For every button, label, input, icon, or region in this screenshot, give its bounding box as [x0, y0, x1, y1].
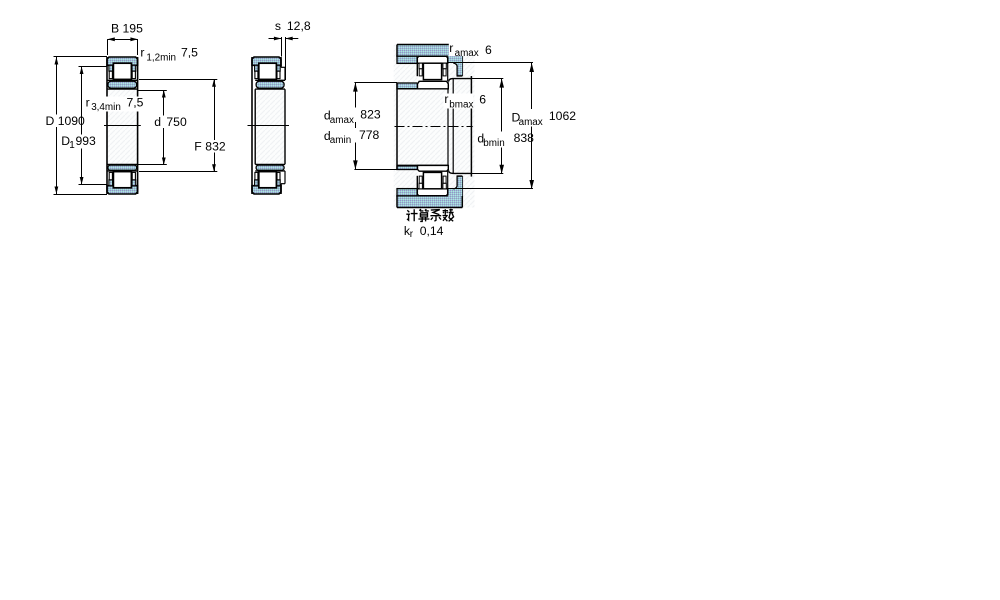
svg-text:1: 1: [69, 140, 75, 151]
svg-text:D: D: [512, 111, 521, 125]
svg-text:d: d: [324, 129, 331, 143]
svg-text:bmax: bmax: [449, 99, 473, 110]
svg-text:3,4min: 3,4min: [91, 102, 121, 113]
svg-text:F: F: [194, 139, 201, 153]
svg-text:823: 823: [360, 108, 381, 122]
svg-text:amax: amax: [455, 48, 479, 59]
svg-text:750: 750: [166, 115, 187, 129]
svg-text:D: D: [61, 134, 70, 148]
svg-text:bmin: bmin: [483, 138, 504, 149]
svg-text:12,8: 12,8: [287, 19, 311, 33]
svg-text:amax: amax: [330, 115, 354, 126]
svg-text:7,5: 7,5: [127, 96, 144, 110]
svg-text:778: 778: [359, 128, 380, 142]
svg-text:993: 993: [76, 134, 97, 148]
svg-text:r: r: [86, 95, 90, 109]
svg-text:d: d: [477, 132, 484, 146]
svg-text:6: 6: [485, 43, 492, 57]
svg-text:r: r: [140, 46, 144, 60]
svg-text:amax: amax: [519, 117, 543, 128]
svg-text:838: 838: [514, 131, 535, 145]
svg-text:B 195: B 195: [111, 21, 143, 35]
svg-text:7,5: 7,5: [181, 45, 198, 59]
svg-text:k: k: [404, 224, 411, 238]
svg-text:6: 6: [479, 93, 486, 107]
svg-text:D 1090: D 1090: [46, 114, 86, 128]
svg-text:1,2min: 1,2min: [146, 52, 176, 63]
svg-text:0,14: 0,14: [420, 224, 444, 238]
svg-text:s: s: [275, 19, 281, 33]
svg-text:r: r: [444, 92, 448, 106]
svg-text:r: r: [449, 41, 453, 55]
svg-text:r: r: [410, 229, 414, 240]
svg-text:d: d: [324, 109, 331, 123]
svg-text:1062: 1062: [549, 109, 576, 123]
svg-text:d: d: [154, 115, 161, 129]
svg-text:832: 832: [205, 139, 226, 153]
svg-text:amin: amin: [330, 135, 351, 146]
